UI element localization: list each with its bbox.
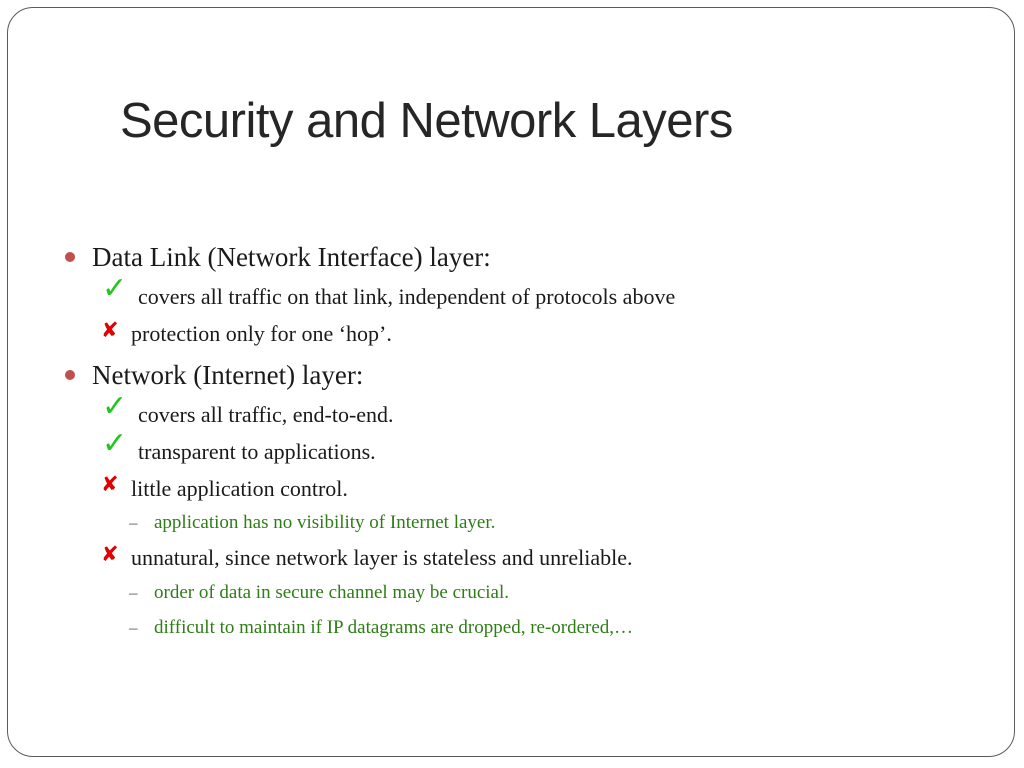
slide-frame: Security and Network Layers Data Link (N… xyxy=(7,7,1015,757)
cross-icon: ✘ xyxy=(101,318,119,342)
dash-marker: – xyxy=(129,583,138,602)
bullet-item-text: unnatural, since network layer is statel… xyxy=(131,545,633,570)
slide-title: Security and Network Layers xyxy=(120,94,733,148)
check-icon: ✓ xyxy=(102,271,128,306)
bullet-item-text: little application control. xyxy=(131,476,348,501)
dash-marker: – xyxy=(129,513,138,532)
bullet-dot-icon xyxy=(65,370,75,380)
bullet-item-text: covers all traffic on that link, indepen… xyxy=(138,284,676,309)
section-heading: Network (Internet) layer: xyxy=(92,360,364,390)
cross-icon: ✘ xyxy=(101,542,119,566)
sub-item-text: difficult to maintain if IP datagrams ar… xyxy=(154,617,634,638)
sub-item-text: order of data in secure channel may be c… xyxy=(154,582,510,603)
cross-icon: ✘ xyxy=(101,472,119,496)
check-icon: ✓ xyxy=(102,426,128,461)
bullet-item-text: covers all traffic, end-to-end. xyxy=(138,402,394,427)
sub-item-text: application has no visibility of Interne… xyxy=(154,512,496,533)
bullet-dot-icon xyxy=(65,252,75,262)
section-heading: Data Link (Network Interface) layer: xyxy=(92,242,491,272)
bullet-item-text: transparent to applications. xyxy=(138,439,376,464)
check-icon: ✓ xyxy=(102,389,128,424)
bullet-item-text: protection only for one ‘hop’. xyxy=(131,321,392,346)
dash-marker: – xyxy=(129,618,138,637)
